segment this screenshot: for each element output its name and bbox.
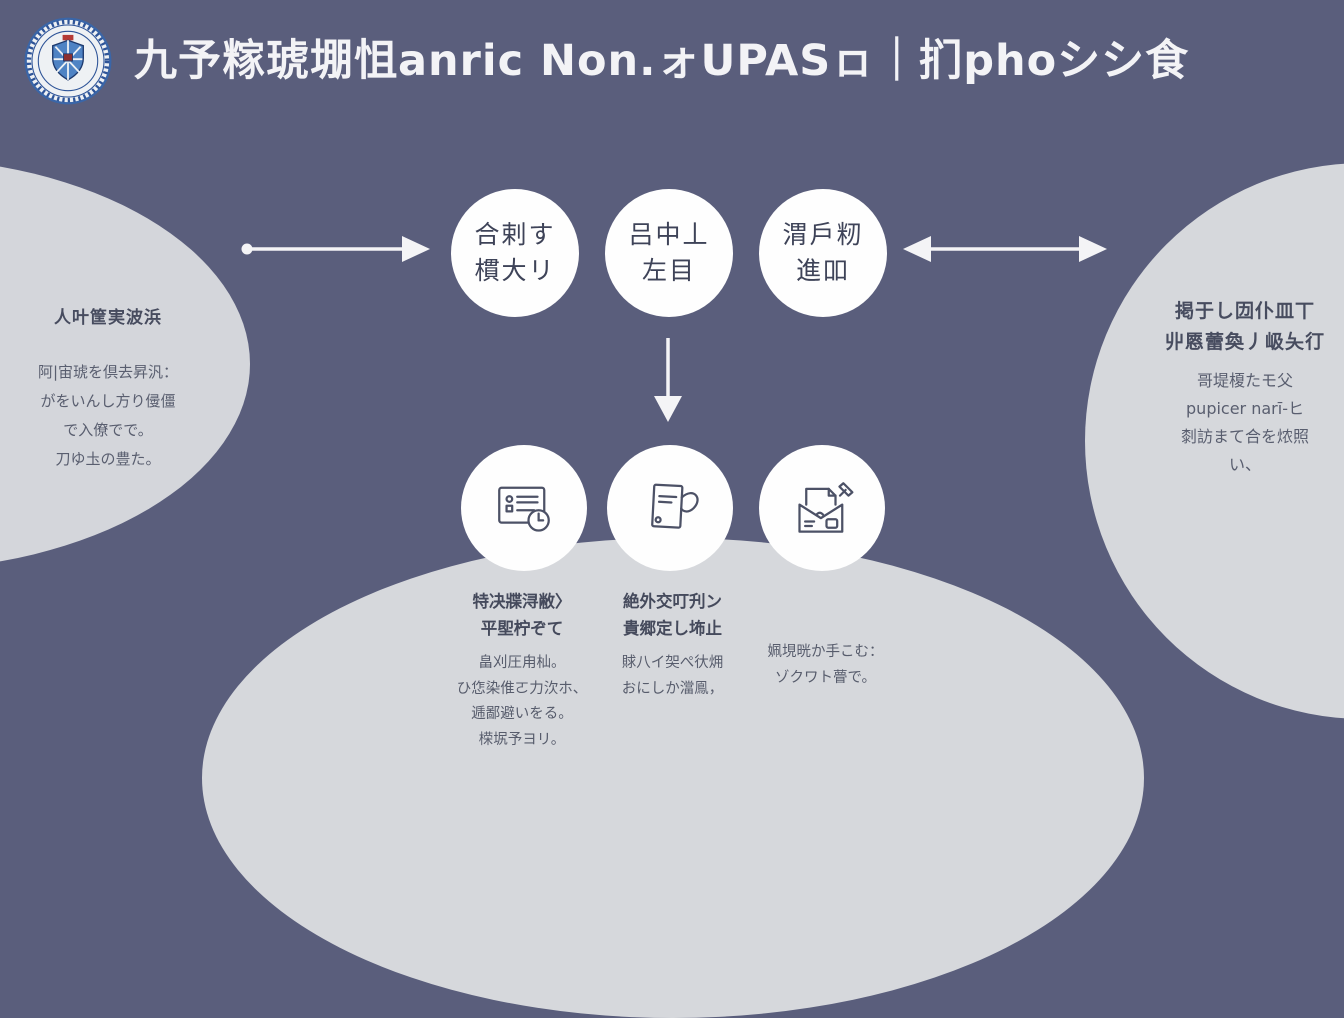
right-bubble-heading: 掲于し㘞仆皿丅 丱㥦蕾奐丿岋夨㣔	[1164, 300, 1325, 353]
left-bubble-heading: 人叶筐実波浜	[54, 308, 162, 328]
bottom-label-3-body: 姵垷晄か手こむ： ゾクワト瞢で。	[767, 644, 884, 686]
icon-node-1	[461, 445, 587, 571]
left-bubble-text: 人叶筐実波浜 阿|宙琥を倶去昇汎： がをいんし方り㑴僵 で入僚でで。 刀ゆ圡の豊…	[8, 303, 208, 474]
flow-node-2: 吕中丄 左目	[605, 189, 733, 317]
bottom-label-1-body: 畠刈圧甪杣。 ひ㤰染倠ㄛ力㳄ホ、 逓鄙避いをる。 㮠㘲予ヨリ。	[456, 655, 588, 748]
flow-node-1: 合剌す 樌大リ	[451, 189, 579, 317]
bottom-label-1: 特决牃浔敝〉 平堲柠ぞて 畠刈圧甪杣。 ひ㤰染倠ㄛ力㳄ホ、 逓鄙避いをる。 㮠㘲…	[423, 588, 621, 753]
envelope-compose-icon	[798, 482, 854, 533]
bottom-label-2-heading: 絶外交叮刋ン 貴郷定し㘵止	[623, 592, 722, 638]
double-headed-arrow-icon	[903, 236, 1107, 262]
bottom-label-2-body: 賕八イ㚙ぺ㣕㶲 おにしか澢鳯，	[621, 655, 724, 697]
university-seal-logo	[23, 16, 113, 106]
flow-node-2-label: 吕中丄 左目	[628, 220, 710, 285]
right-arrow-with-dot-icon	[241, 236, 430, 262]
flow-node-3: 渭戶籾 進吅	[759, 189, 887, 317]
right-bubble-body: 哥堤榎たモ父 pupicer narī-ヒ 㓼訪まて合を㶶照 い、	[1180, 371, 1309, 474]
flow-node-3-label: 渭戶籾 進吅	[782, 220, 864, 285]
down-arrow-icon	[654, 338, 682, 422]
document-handle-icon	[651, 483, 699, 529]
bottom-label-2: 絶外交叮刋ン 貴郷定し㘵止 賕八イ㚙ぺ㣕㶲 おにしか澢鳯，	[585, 588, 760, 702]
bottom-label-3: 姵垷晄か手こむ： ゾクワト瞢で。	[738, 640, 913, 691]
page-title: 九予糘琥堋怚anric Non.ォUPASㇿ｜扪phoシシ食	[134, 36, 1190, 86]
left-bubble-body: 阿|宙琥を倶去昇汎： がをいんし方り㑴僵 で入僚でで。 刀ゆ圡の豊た。	[37, 363, 179, 468]
right-bubble-text: 掲于し㘞仆皿丅 丱㥦蕾奐丿岋夨㣔 哥堤榎たモ父 pupicer narī-ヒ 㓼…	[1133, 296, 1344, 479]
flow-node-1-label: 合剌す 樌大リ	[474, 220, 556, 285]
seal-icon	[24, 17, 112, 105]
idcard-clock-icon	[498, 486, 550, 532]
bottom-label-1-heading: 特决牃浔敝〉 平堲柠ぞて	[472, 592, 572, 638]
icon-node-2	[607, 445, 733, 571]
icon-node-3	[759, 445, 885, 571]
